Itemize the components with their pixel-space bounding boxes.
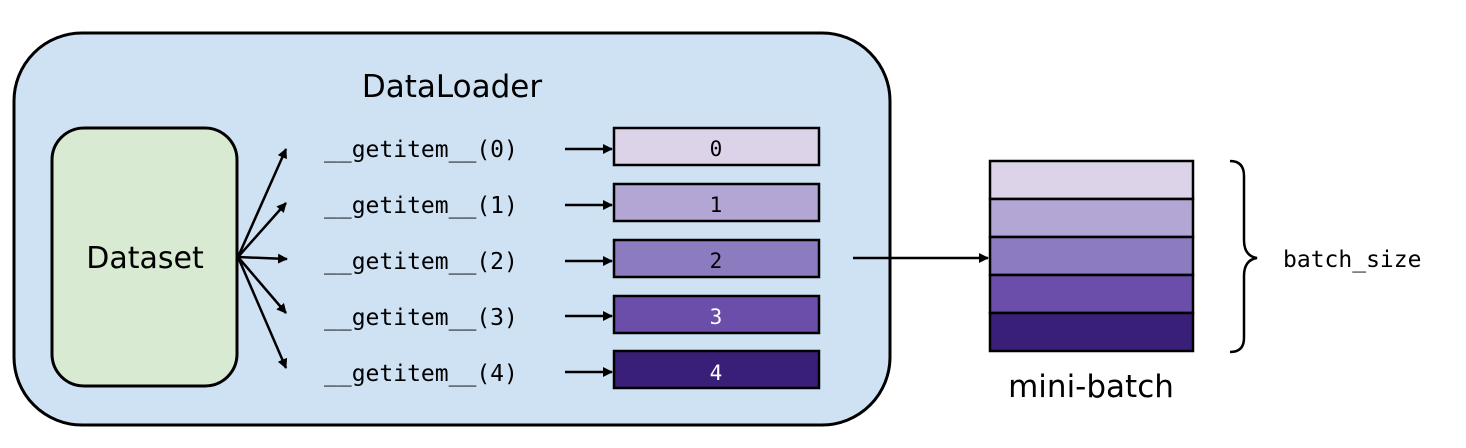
sample-box bbox=[612, 182, 821, 223]
sample-index: 3 bbox=[710, 305, 723, 329]
getitem-call-label: __getitem__(1) bbox=[324, 193, 518, 219]
fanout-arrow-0 bbox=[236, 148, 288, 258]
sample-box bbox=[612, 294, 821, 335]
batch-size-label: batch_size bbox=[1283, 247, 1421, 273]
mini-batch-slot-1 bbox=[988, 197, 1195, 239]
getitem-call-label: __getitem__(4) bbox=[324, 361, 518, 387]
getitem-call-label: __getitem__(3) bbox=[324, 305, 518, 331]
dataset-box bbox=[50, 126, 239, 388]
mini-batch-slot-3 bbox=[988, 273, 1195, 315]
fanout-arrow-1 bbox=[237, 202, 287, 258]
sample-index: 4 bbox=[710, 361, 723, 385]
getitem-row-3: __getitem__(3) 3 bbox=[324, 294, 821, 335]
fanout-arrow-3 bbox=[237, 256, 287, 314]
mini-batch-stack bbox=[988, 159, 1195, 353]
sample-box bbox=[612, 126, 821, 167]
mini-batch-slot-0 bbox=[988, 159, 1195, 201]
getitem-call-label: __getitem__(2) bbox=[324, 249, 518, 275]
sample-index: 1 bbox=[710, 193, 723, 217]
fanout-arrow-2 bbox=[237, 253, 288, 264]
sample-index: 2 bbox=[710, 249, 723, 273]
fanout-arrow-4 bbox=[236, 256, 288, 369]
mini-batch-label: mini-batch bbox=[1008, 369, 1174, 405]
sample-box bbox=[612, 349, 821, 390]
getitem-call-label: __getitem__(0) bbox=[324, 137, 518, 163]
getitem-row-0: __getitem__(0) 0 bbox=[324, 126, 821, 167]
getitem-row-1: __getitem__(1) 1 bbox=[324, 182, 821, 223]
mini-batch-slot-2 bbox=[988, 235, 1195, 277]
sample-index: 0 bbox=[710, 137, 723, 161]
sample-box bbox=[612, 238, 821, 279]
dataloader-title: DataLoader bbox=[362, 69, 542, 105]
dataset-label: Dataset bbox=[86, 241, 204, 276]
batch-size-brace bbox=[1229, 159, 1258, 354]
mini-batch-slot-4 bbox=[988, 311, 1195, 353]
getitem-row-2: __getitem__(2) 2 bbox=[324, 238, 821, 279]
getitem-row-4: __getitem__(4) 4 bbox=[324, 349, 821, 390]
dataset-fanout-arrows bbox=[236, 148, 288, 369]
